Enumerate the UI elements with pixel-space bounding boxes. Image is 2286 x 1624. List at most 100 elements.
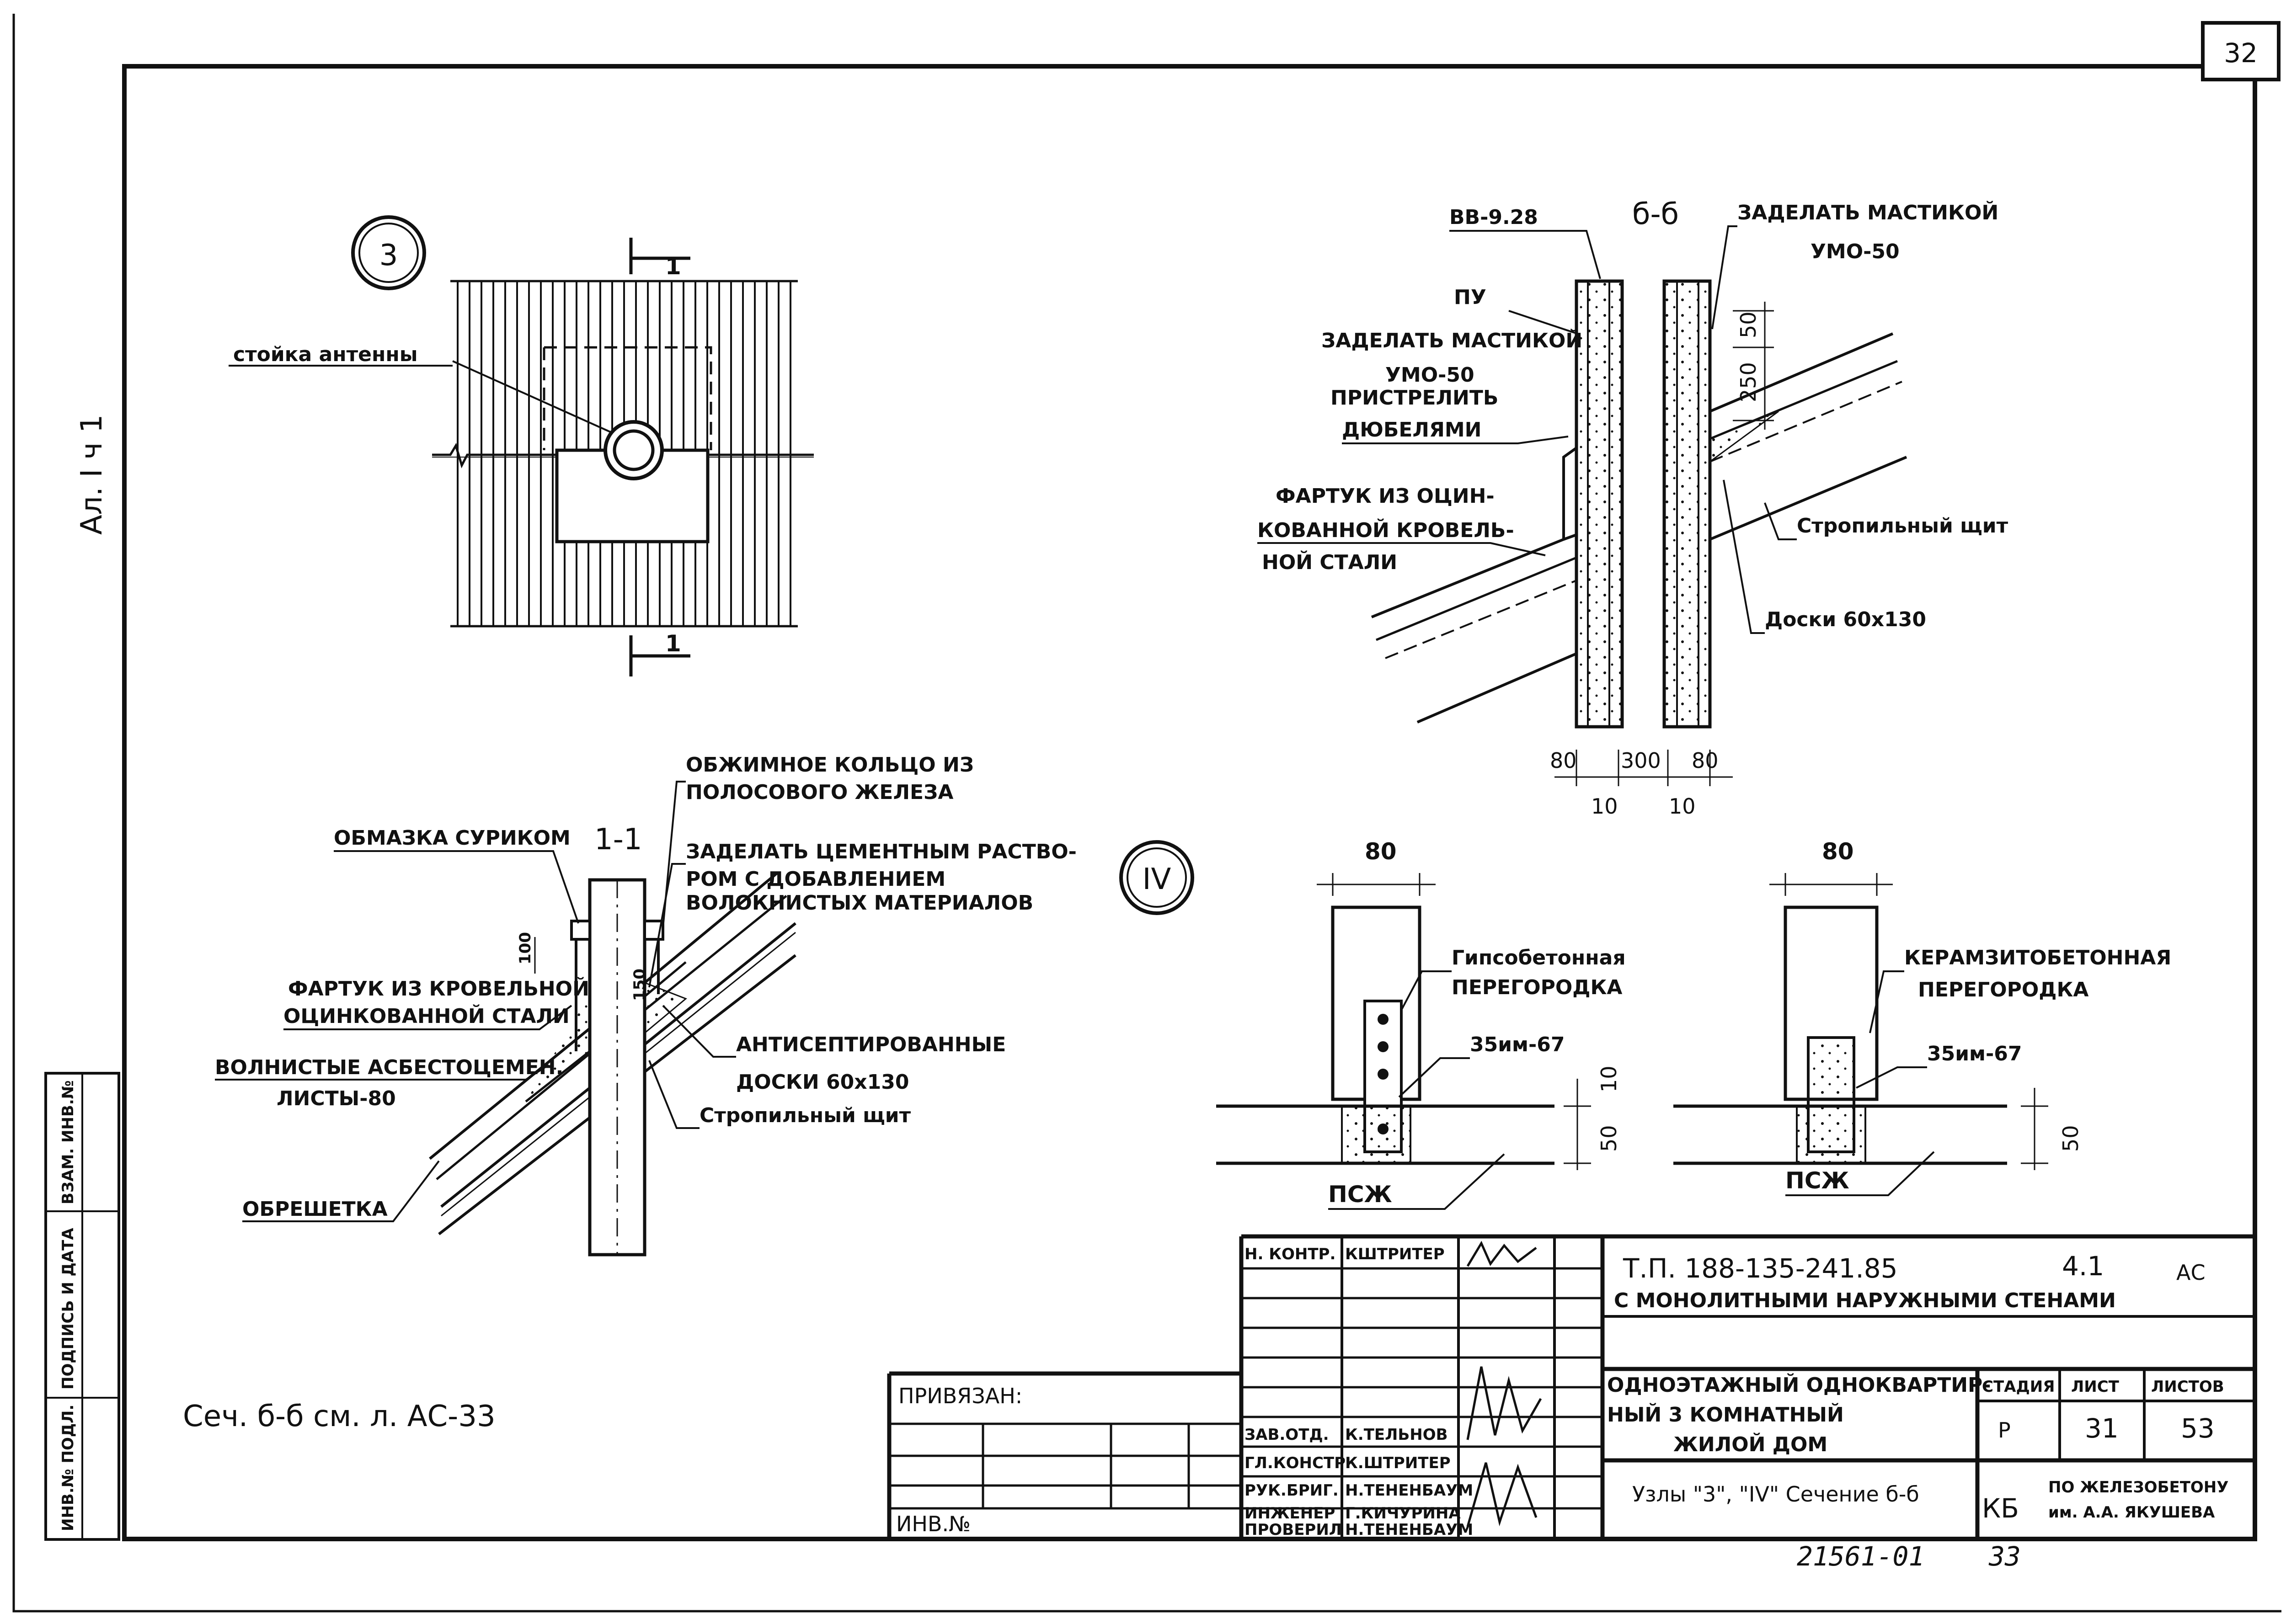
dim-10-left: 10	[1597, 1065, 1621, 1092]
roof-slope-right-bb	[1709, 332, 1894, 414]
signature-2	[1466, 1366, 1542, 1440]
dim-300-bb: 300	[1621, 748, 1661, 773]
detail-3: 3 стойка антенны 1 1	[229, 215, 814, 676]
stamp-vzam-inv: ВЗАМ. ИНВ.№	[59, 1080, 77, 1204]
label-bolt-right: 35им-67	[1927, 1042, 2022, 1065]
sheet-number: 32	[2224, 37, 2258, 69]
label-apron-2: ОЦИНКОВАННОЙ СТАЛИ	[283, 1004, 570, 1028]
label-boards-bb: Доски 60х130	[1765, 608, 1926, 631]
hdr-sheets: ЛИСТОВ	[2151, 1378, 2224, 1396]
title-block: ПРИВЯЗАН: ИНВ.№ Н. КОНТР. КШТРИТЕР ЗАВ.О…	[887, 1234, 2255, 1539]
label-asbestos-1: ВОЛНИСТЫЕ АСБЕСТОЦЕМЕН.	[215, 1056, 563, 1079]
detail-4-marker: IV	[1143, 863, 1171, 896]
label-cement-1: ЗАДЕЛАТЬ ЦЕМЕНТНЫМ РАСТВО-	[686, 840, 1077, 863]
tied-label: ПРИВЯЗАН:	[898, 1384, 1022, 1408]
section-1-1-title: 1-1	[594, 823, 642, 857]
label-cement-3: ВОЛОКНИСТЫХ МАТЕРИАЛОВ	[686, 891, 1033, 915]
bottom-note: Сеч. б-б см. л. АС-33	[183, 1400, 496, 1433]
label-rafter-1-1: Стропильный щит	[700, 1104, 911, 1127]
staff-name-7: Г.КИЧУРИНА	[1345, 1504, 1461, 1523]
section-mark-bottom: 1	[665, 630, 681, 657]
label-lathing: ОБРЕШЕТКА	[242, 1198, 388, 1221]
section-bb-title: б-б	[1632, 197, 1679, 231]
margin-note: Ал. I ч 1	[75, 415, 109, 535]
staff-name-5: К.ШТРИТЕР	[1345, 1454, 1451, 1472]
dim-50-left: 50	[1597, 1125, 1621, 1152]
building-2: НЫЙ 3 КОМНАТНЫЙ	[1607, 1402, 1844, 1427]
label-apron-1: ФАРТУК ИЗ КРОВЕЛЬНОЙ	[288, 976, 589, 1001]
dim-10b-bb: 10	[1669, 794, 1696, 819]
dim-250-bb: 250	[1736, 362, 1761, 402]
org-logo: КБ	[1982, 1493, 2019, 1524]
detail-4-marker-circle	[1119, 840, 1194, 915]
sheet-value: 31	[2085, 1413, 2119, 1444]
org-line-1: ПО ЖЕЛЕЗОБЕТОНУ	[2048, 1478, 2228, 1496]
section-1-1: 1-1 100 150 ОБЖИМНОЕ КОЛЬЦО ИЗ ПОЛОСОВОГ…	[215, 753, 1077, 1257]
hdr-sheet: ЛИСТ	[2071, 1378, 2120, 1396]
label-apron-bb-2: КОВАННОЙ КРОВЕЛЬ-	[1257, 518, 1514, 542]
staff-name-4: К.ТЕЛЬНОВ	[1345, 1426, 1448, 1444]
dim-80a-bb: 80	[1550, 748, 1577, 773]
label-rafter-bb: Стропильный щит	[1797, 514, 2008, 538]
label-keramzit-1: КЕРАМЗИТОБЕТОННАЯ	[1904, 946, 2171, 969]
album-number: 4.1	[2062, 1251, 2104, 1282]
label-cement-2: РОМ С ДОБАВЛЕНИЕМ	[686, 868, 945, 891]
label-antiseptic-2: ДОСКИ 60х130	[736, 1070, 909, 1094]
detail-4: IV 80 Гипсобетонная ПЕРЕГОРОДКА 35им-67 …	[1119, 838, 2171, 1210]
dim-80b-bb: 80	[1692, 748, 1719, 773]
staff-role-4: ЗАВ.ОТД.	[1244, 1426, 1329, 1444]
label-apron-bb-1: ФАРТУК ИЗ ОЦИН-	[1276, 485, 1495, 508]
stamp-sign-date: ПОДПИСЬ И ДАТА	[59, 1228, 77, 1390]
dim-100: 100	[516, 932, 534, 964]
archive-number: 21561-01	[1797, 1541, 1924, 1572]
inv-no-label: ИНВ.№	[896, 1512, 971, 1536]
label-minium: ОБМАЗКА СУРИКОМ	[334, 826, 571, 850]
outer-border	[12, 14, 2281, 1613]
label-bolt-left: 35им-67	[1470, 1033, 1565, 1056]
label-apron-bb-3: НОЙ СТАЛИ	[1262, 550, 1397, 574]
section-mark-top: 1	[665, 253, 681, 280]
label-mastic-left-2: УМО-50	[1385, 363, 1474, 387]
org-line-2: им. А.А. ЯКУШЕВА	[2048, 1503, 2215, 1522]
stamp-inv-orig: ИНВ.№ ПОДЛ.	[59, 1405, 77, 1531]
label-keramzit-2: ПЕРЕГОРОДКА	[1918, 978, 2088, 1001]
staff-name-6: Н.ТЕНЕНБАУМ	[1345, 1481, 1473, 1500]
hdr-stage: СТАДИЯ	[1982, 1378, 2055, 1396]
label-asbestos-2: ЛИСТЫ-80	[277, 1087, 396, 1110]
stage-value: Р	[1998, 1418, 2011, 1443]
inner-frame	[122, 64, 2257, 1541]
label-mastic-left-1: ЗАДЕЛАТЬ МАСТИКОЙ	[1321, 328, 1582, 352]
label-mastic-top-1: ЗАДЕЛАТЬ МАСТИКОЙ	[1737, 200, 1998, 224]
label-antiseptic-1: АНТИСЕПТИРОВАННЫЕ	[736, 1033, 1006, 1056]
dim-50-bb: 50	[1736, 311, 1761, 338]
wall-right	[1662, 279, 1712, 729]
sheet-number-box	[2201, 21, 2281, 81]
dim-50-right: 50	[2058, 1125, 2083, 1152]
sheets-value: 53	[2181, 1413, 2215, 1444]
label-pu: ПУ	[1454, 286, 1486, 309]
wall-left	[1575, 279, 1624, 729]
label-psj-right: ПСЖ	[1785, 1167, 1849, 1194]
label-ring-1: ОБЖИМНОЕ КОЛЬЦО ИЗ	[686, 753, 974, 777]
staff-role-7: ИНЖЕНЕР	[1244, 1504, 1335, 1523]
sheet-title: Узлы "3", "IV" Сечение б-б	[1632, 1482, 1919, 1507]
label-gypsum-1: Гипсобетонная	[1452, 946, 1626, 969]
label-shoot-2: ДЮБЕЛЯМИ	[1342, 418, 1481, 442]
staff-name-0: КШТРИТЕР	[1345, 1245, 1445, 1263]
detail-3-marker-circle	[351, 215, 426, 290]
dim-80-right: 80	[1822, 838, 1854, 865]
project-desc: С МОНОЛИТНЫМИ НАРУЖНЫМИ СТЕНАМИ	[1614, 1289, 2116, 1312]
project-code: Т.П. 188-135-241.85	[1623, 1253, 1898, 1284]
antenna-label: стойка антенны	[233, 343, 418, 366]
drawing-mark: АС	[2176, 1260, 2206, 1285]
detail-3-marker: 3	[379, 239, 398, 272]
label-gypsum-2: ПЕРЕГОРОДКА	[1452, 976, 1622, 999]
label-mastic-top-2: УМО-50	[1811, 240, 1900, 263]
staff-role-0: Н. КОНТР.	[1244, 1245, 1335, 1263]
label-vv: ВВ-9.28	[1449, 206, 1538, 229]
staff-role-5: ГЛ.КОНСТР	[1244, 1454, 1346, 1472]
signature-3	[1466, 1462, 1538, 1527]
dim-10a-bb: 10	[1591, 794, 1618, 819]
dim-150: 150	[630, 969, 649, 1001]
